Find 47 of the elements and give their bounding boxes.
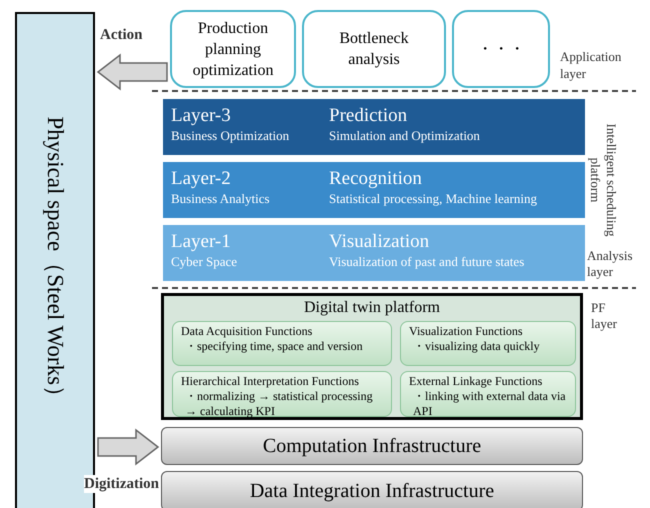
panel-title: Physical space（Steel Works） bbox=[42, 116, 70, 408]
infrastructure-name: Computation Infrastructure bbox=[262, 434, 482, 459]
layer-subtitle: Business Optimization bbox=[171, 127, 290, 145]
function-detail: ・visualizing data quickly bbox=[412, 339, 541, 354]
layer-description: Statistical processing, Machine learning bbox=[329, 190, 538, 208]
layer-label: Intelligent scheduling platform bbox=[587, 122, 619, 238]
application-box bbox=[302, 10, 446, 88]
function-box bbox=[400, 371, 576, 417]
function-detail: ・normalizing → statistical processing → calculating KPI bbox=[184, 389, 374, 419]
layer-function: Visualization bbox=[329, 231, 430, 253]
function-name: Data Acquisition Functions bbox=[181, 324, 314, 339]
layer-function: Prediction bbox=[329, 105, 408, 127]
infrastructure-bar bbox=[161, 427, 583, 465]
platform-panel bbox=[161, 293, 583, 420]
layer-description: Simulation and Optimization bbox=[329, 127, 481, 145]
layer-band bbox=[163, 225, 585, 281]
function-detail: ・specifying time, space and version bbox=[184, 339, 364, 354]
function-detail: ・linking with external data via API bbox=[412, 389, 567, 419]
function-box bbox=[172, 371, 392, 417]
layer-label: Analysis layer bbox=[587, 248, 634, 280]
block-arrow bbox=[96, 53, 168, 91]
function-name: Hierarchical Interpretation Functions bbox=[181, 374, 360, 389]
layer-subtitle: Business Analytics bbox=[171, 190, 271, 208]
layer-label: Application layer bbox=[560, 48, 622, 82]
layer-description: Visualization of past and future states bbox=[329, 253, 526, 271]
layer-name: Layer-3 bbox=[171, 105, 232, 127]
edge-label: Digitization bbox=[84, 475, 159, 493]
application-name: Production planning optimization bbox=[192, 18, 274, 80]
layer-subtitle: Cyber Space bbox=[171, 253, 238, 271]
application-box bbox=[452, 10, 550, 88]
layer-function: Recognition bbox=[329, 168, 423, 190]
function-box bbox=[172, 321, 392, 366]
block-arrow bbox=[97, 428, 160, 466]
application-name: ・・・ bbox=[477, 40, 525, 60]
platform-title: Digital twin platform bbox=[303, 298, 441, 318]
layer-band bbox=[163, 162, 585, 218]
infrastructure-bar bbox=[161, 471, 583, 508]
layer-label: PF layer bbox=[591, 300, 618, 332]
layer-band bbox=[163, 99, 585, 155]
application-box bbox=[170, 10, 296, 88]
layer-name: Layer-1 bbox=[171, 231, 232, 253]
function-name: Visualization Functions bbox=[409, 324, 524, 339]
infrastructure-name: Data Integration Infrastructure bbox=[250, 479, 494, 504]
application-name: Bottleneck analysis bbox=[338, 29, 410, 70]
layer-name: Layer-2 bbox=[171, 168, 232, 190]
function-box bbox=[400, 321, 576, 366]
function-name: External Linkage Functions bbox=[409, 374, 544, 389]
